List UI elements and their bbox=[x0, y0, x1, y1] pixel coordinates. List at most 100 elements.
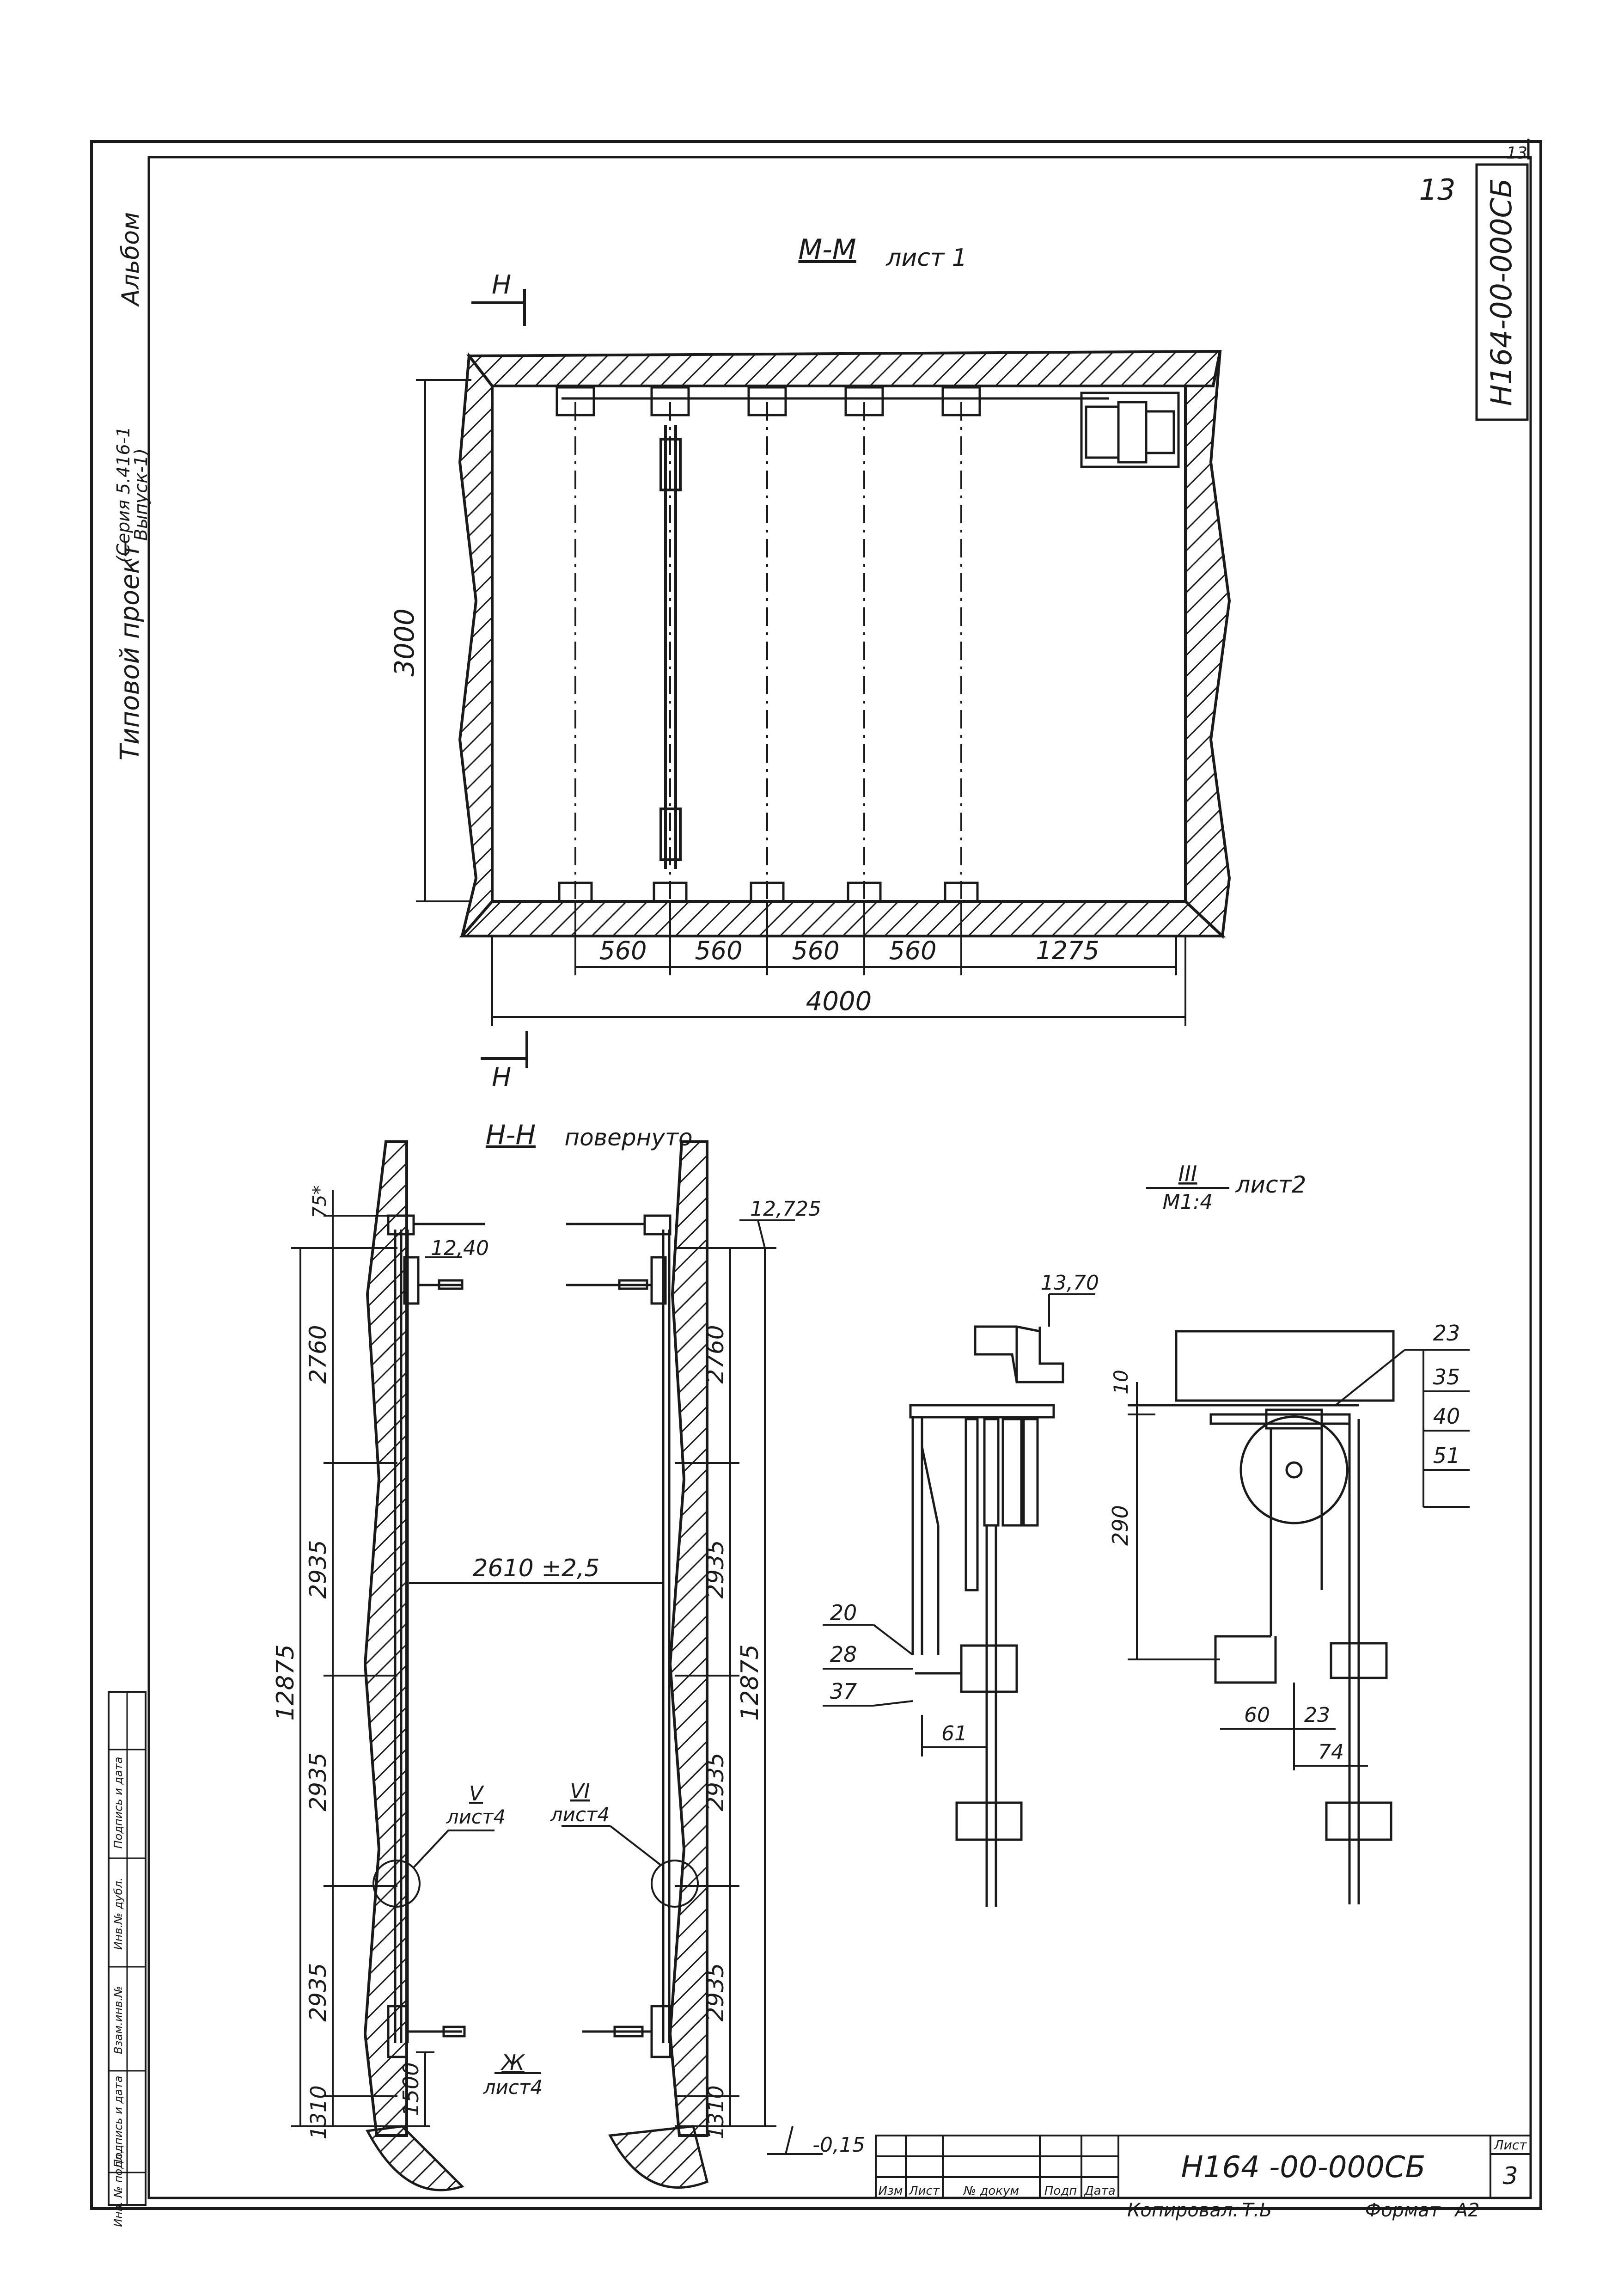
title-format-value: А2 bbox=[1454, 2200, 1480, 2221]
section-nn-subtitle: повернуто bbox=[564, 1124, 692, 1151]
title-col-doc: № докум bbox=[963, 2184, 1019, 2198]
nn-dim-2935-left-0: 2935 bbox=[305, 1540, 331, 1598]
callout-vi-sheet: лист4 bbox=[550, 1803, 610, 1826]
nn-pit-left bbox=[366, 2125, 464, 2191]
cut-label-top: Н bbox=[492, 270, 511, 300]
nn-dim-2935-right-1: 2935 bbox=[702, 1752, 729, 1811]
section-mm-title: М-М bbox=[798, 233, 856, 266]
nn-dim-12875-left: 12875 bbox=[272, 1644, 299, 1720]
detail-dim-10: 10 bbox=[1110, 1370, 1132, 1394]
title-col-date: Дата bbox=[1084, 2184, 1115, 2198]
detail-label-r51: 51 bbox=[1433, 1443, 1460, 1468]
dim-chain-1: 560 bbox=[695, 936, 742, 965]
detail-dim-74: 74 bbox=[1318, 1740, 1344, 1764]
title-drawing-number: Н164 -00-000СБ bbox=[1181, 2150, 1426, 2185]
detail-iii-sheet: лист2 bbox=[1235, 1171, 1307, 1198]
top-brackets bbox=[556, 386, 981, 416]
detail-dim-61: 61 bbox=[941, 1722, 967, 1745]
wall-left bbox=[458, 352, 494, 937]
wall-right bbox=[1184, 351, 1231, 939]
nn-dim-1310-left: 1310 bbox=[306, 2085, 331, 2139]
section-nn: Н-Н повернуто bbox=[272, 1119, 865, 2191]
left-stamp-strip: Инв. № подл. Подпись и дата Взам.инв.№ И… bbox=[108, 1691, 147, 2227]
left-strip-3: Инв.№ дубл. bbox=[112, 1878, 125, 1950]
title-sheet-number: 3 bbox=[1502, 2162, 1518, 2190]
bottom-brackets bbox=[558, 881, 979, 903]
nn-dim-2760-left: 2760 bbox=[305, 1325, 331, 1383]
cut-label-bottom: Н bbox=[492, 1063, 511, 1093]
detail-label-28: 28 bbox=[830, 1642, 857, 1667]
left-strip-0: Инв. № подл. bbox=[112, 2150, 125, 2227]
dim-3000: 3000 bbox=[389, 608, 420, 677]
title-format-label: Формат bbox=[1365, 2200, 1441, 2221]
drawing-number-vertical: Н164-00-000СБ bbox=[1484, 178, 1518, 406]
left-strip-2: Взам.инв.№ bbox=[112, 1986, 125, 2054]
cut-marker-top bbox=[471, 289, 526, 326]
title-col-sign: Подп bbox=[1044, 2184, 1077, 2198]
shaft-inner bbox=[491, 385, 1187, 903]
nn-dim-2935-left-1: 2935 bbox=[305, 1752, 331, 1811]
album-label: Альбом bbox=[117, 212, 145, 307]
detail-dim-23: 23 bbox=[1304, 1703, 1330, 1727]
detail-label-37: 37 bbox=[830, 1679, 857, 1704]
nn-dim-1500: 1500 bbox=[398, 2062, 423, 2116]
callout-v: V bbox=[469, 1782, 484, 1805]
callout-zh: Ж bbox=[500, 2050, 525, 2075]
title-block: Н164 -00-000СБ Лист 3 Изм Лист № докум П… bbox=[875, 2135, 1532, 2221]
title-copied-by: Т.Ь bbox=[1242, 2200, 1272, 2221]
title-col-list: Лист bbox=[909, 2184, 940, 2198]
project-label: Типовой проект bbox=[115, 542, 145, 760]
callout-vi: VI bbox=[570, 1780, 590, 1803]
series-label: (Серия 5.416-1 bbox=[113, 426, 134, 563]
nn-dim-2935-right-0: 2935 bbox=[702, 1540, 729, 1598]
nn-dim-2935-left-2: 2935 bbox=[305, 1963, 331, 2021]
title-sheet-label: Лист bbox=[1494, 2137, 1527, 2153]
nn-dim-2760-right: 2760 bbox=[702, 1325, 729, 1383]
nn-dim-1310-right: 1310 bbox=[703, 2085, 728, 2139]
callout-zh-sheet: лист4 bbox=[483, 2076, 543, 2099]
nn-elev-12725: 12,725 bbox=[750, 1197, 821, 1221]
dim-chain-0: 560 bbox=[599, 936, 647, 965]
nn-dim-2935-right-2: 2935 bbox=[702, 1963, 729, 2021]
nn-dim-12875-right: 12875 bbox=[736, 1644, 764, 1720]
dim-4000: 4000 bbox=[806, 986, 872, 1016]
dim-chain-2: 560 bbox=[792, 936, 839, 965]
sheet-frame bbox=[90, 139, 1542, 2210]
detail-iii: III М1:4 лист2 bbox=[823, 1161, 1470, 1907]
nn-dim-75: 75* bbox=[309, 1186, 330, 1218]
page-number: 13 bbox=[1419, 173, 1456, 207]
axis-lines bbox=[574, 402, 962, 899]
detail-iii-title: III bbox=[1178, 1161, 1197, 1186]
drawing-number-box bbox=[1475, 163, 1529, 421]
detail-dim-290: 290 bbox=[1108, 1505, 1133, 1546]
detail-iii-scale: М1:4 bbox=[1163, 1190, 1213, 1214]
nn-span-label: 2610 ±2,5 bbox=[472, 1554, 599, 1582]
nn-elev-bottom: -0,15 bbox=[812, 2133, 865, 2157]
detail-label-r35: 35 bbox=[1433, 1365, 1460, 1389]
detail-label-r40: 40 bbox=[1433, 1404, 1460, 1429]
title-col-izm: Изм bbox=[879, 2184, 903, 2198]
wall-top bbox=[466, 349, 1222, 387]
left-strip-1: Подпись и дата bbox=[112, 2076, 125, 2168]
nn-pit-right bbox=[608, 2125, 708, 2189]
detail-label-r23: 23 bbox=[1433, 1321, 1460, 1346]
callout-v-sheet: лист4 bbox=[446, 1805, 506, 1828]
cut-marker-bottom bbox=[481, 1031, 528, 1068]
detail-elev-1370: 13,70 bbox=[1041, 1271, 1099, 1295]
corner-mark: 13 bbox=[1506, 144, 1527, 163]
section-mm: М-М лист 1 Н bbox=[389, 233, 1231, 1093]
dim-chain-3: 560 bbox=[889, 936, 936, 965]
detail-dim-60: 60 bbox=[1244, 1703, 1270, 1727]
section-nn-title: Н-Н bbox=[486, 1119, 536, 1151]
title-copied-label: Копировал: bbox=[1127, 2200, 1239, 2221]
left-strip-4: Подпись и дата bbox=[112, 1757, 125, 1849]
dim-chain-4: 1275 bbox=[1036, 936, 1099, 965]
nn-wall-right bbox=[668, 1140, 708, 2137]
center-rod bbox=[659, 425, 682, 869]
detail-label-20: 20 bbox=[830, 1600, 857, 1625]
issue-label: Выпуск-1) bbox=[131, 448, 151, 541]
section-mm-subtitle: лист 1 bbox=[885, 244, 967, 272]
drive-motor bbox=[1080, 392, 1180, 468]
nn-elev-1240: 12,40 bbox=[431, 1236, 489, 1260]
